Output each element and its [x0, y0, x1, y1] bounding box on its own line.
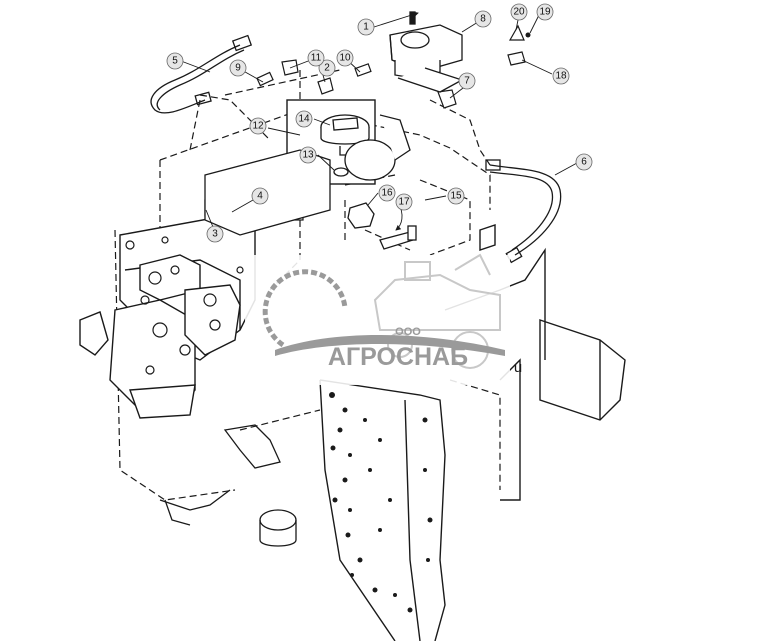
connector-18 — [507, 51, 526, 66]
callout-circle-2 — [318, 59, 336, 77]
watermark: ООО АГРОСНАБ u — [245, 253, 522, 385]
callout-9: 9 — [229, 59, 247, 77]
control-valve-block — [79, 214, 256, 419]
watermark-company-prefix: ООО — [395, 326, 421, 338]
callout-label-15: 15 — [450, 191, 462, 202]
callout-13: 13 — [299, 146, 317, 164]
filler-cap-14 — [320, 114, 370, 156]
pin-17 — [379, 225, 417, 250]
callout-label-13: 13 — [302, 150, 314, 161]
callout-label-17: 17 — [398, 197, 410, 208]
watermark-company-name: АГРОСНАБ — [328, 343, 468, 371]
callout-circle-7 — [458, 72, 476, 90]
callout-14: 14 — [295, 110, 313, 128]
callout-19: 19 — [536, 3, 554, 21]
callout-label-14: 14 — [298, 114, 310, 125]
callout-label-20: 20 — [513, 7, 525, 18]
callout-20: 20 — [510, 3, 528, 21]
lower-bracket — [159, 424, 297, 547]
gear-logo-icon — [262, 269, 348, 348]
callout-16: 16 — [378, 184, 396, 202]
callout-circle-15 — [447, 187, 465, 205]
callout-circle-6 — [575, 153, 593, 171]
callout-2: 2 — [318, 59, 336, 77]
coupling-16 — [347, 202, 375, 229]
callout-circle-3 — [206, 225, 224, 243]
callout-8: 8 — [474, 10, 492, 28]
callout-circle-10 — [336, 49, 354, 67]
callout-circle-17 — [395, 193, 413, 211]
hydraulic-hose-5 — [150, 34, 253, 114]
filter-assembly-8 — [389, 11, 464, 93]
callout-circle-13 — [299, 146, 317, 164]
callout-label-12: 12 — [252, 121, 264, 132]
callout-7: 7 — [458, 72, 476, 90]
callout-17: 17 — [395, 193, 413, 211]
hydraulic-hose-6 — [485, 159, 562, 264]
callout-4: 4 — [251, 187, 269, 205]
callout-15: 15 — [447, 187, 465, 205]
callout-circle-19 — [536, 3, 554, 21]
callout-11: 11 — [307, 49, 325, 67]
callout-18: 18 — [552, 67, 570, 85]
callout-1: 1 — [357, 18, 375, 36]
callout-label-2: 2 — [324, 63, 330, 74]
callout-label-8: 8 — [480, 14, 486, 25]
callout-label-19: 19 — [539, 7, 551, 18]
clip-19 — [525, 32, 531, 38]
callout-3: 3 — [206, 225, 224, 243]
callout-circle-11 — [307, 49, 325, 67]
callout-6: 6 — [575, 153, 593, 171]
callout-5: 5 — [166, 52, 184, 70]
callout-label-10: 10 — [339, 53, 351, 64]
bracket-20 — [508, 24, 525, 41]
callout-label-7: 7 — [464, 76, 470, 87]
callout-label-6: 6 — [581, 157, 587, 168]
callout-label-11: 11 — [311, 53, 322, 64]
swoosh-logo-icon — [275, 335, 505, 356]
watermark-domain-fragment: u — [514, 359, 522, 376]
callout-circle-20 — [510, 3, 528, 21]
callout-circle-12 — [249, 117, 267, 135]
callout-circle-9 — [229, 59, 247, 77]
callout-circle-16 — [378, 184, 396, 202]
callout-label-18: 18 — [555, 71, 567, 82]
callout-circle-4 — [251, 187, 269, 205]
callout-circle-18 — [552, 67, 570, 85]
callout-circle-8 — [474, 10, 492, 28]
valve-ports — [125, 236, 244, 375]
callout-circle-5 — [166, 52, 184, 70]
callout-label-9: 9 — [235, 63, 241, 74]
o-ring-13 — [333, 167, 349, 177]
callout-label-1: 1 — [363, 22, 369, 33]
callout-circle-14 — [295, 110, 313, 128]
callout-label-3: 3 — [212, 229, 218, 240]
callout-12: 12 — [249, 117, 267, 135]
callout-label-16: 16 — [381, 188, 393, 199]
callout-10: 10 — [336, 49, 354, 67]
callout-circle-1 — [357, 18, 375, 36]
callout-label-4: 4 — [257, 191, 263, 202]
plate-bolt-holes — [329, 392, 433, 613]
callout-label-5: 5 — [172, 56, 178, 67]
